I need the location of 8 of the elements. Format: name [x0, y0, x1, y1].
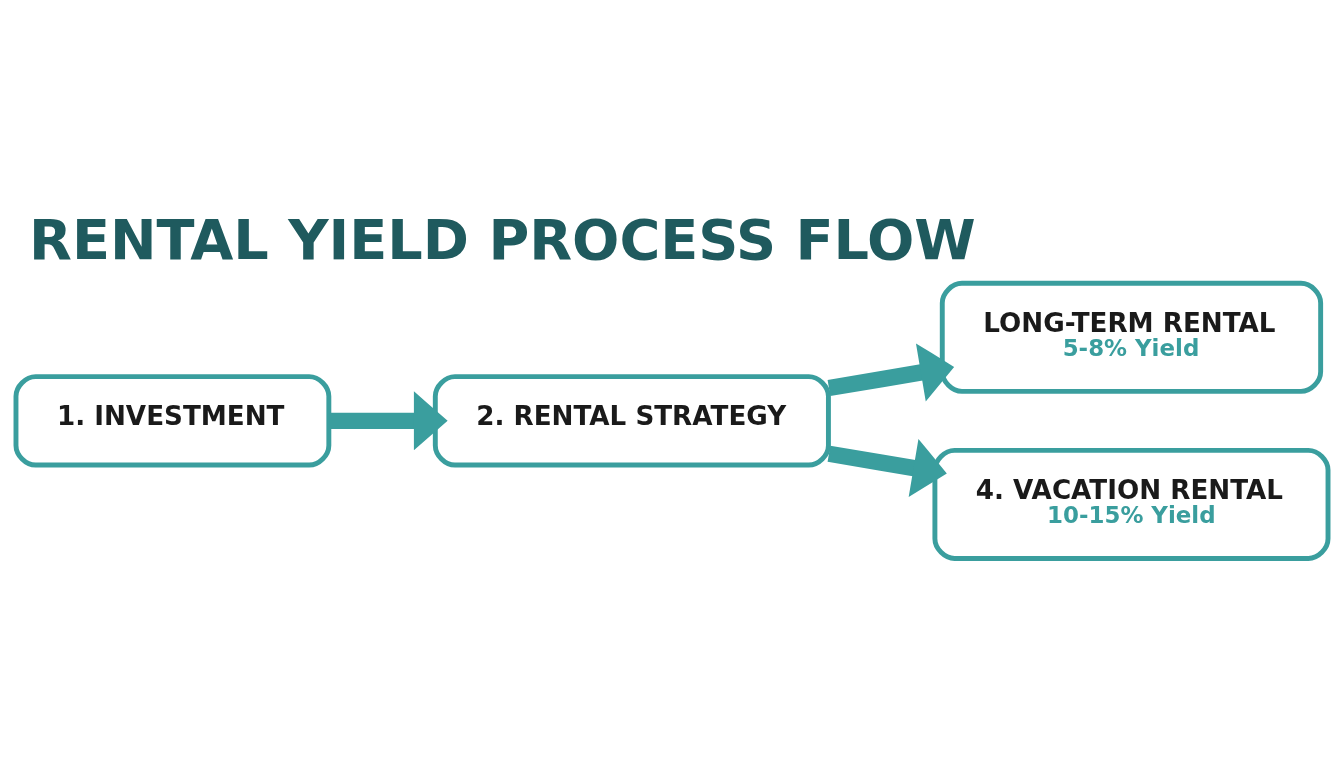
node-box: 2. RENTAL STRATEGY	[432, 374, 831, 468]
node-box: 4. VACATION RENTAL 10-15% Yield	[932, 447, 1331, 561]
arrow	[827, 343, 955, 402]
node-box: LONG-TERM RENTAL 5-8% Yield	[939, 280, 1324, 394]
arrow	[827, 438, 947, 498]
diagram-title: RENTAL YIELD PROCESS FLOW	[29, 207, 976, 273]
node-box: 1. INVESTMENT	[13, 374, 332, 468]
arrow	[329, 391, 448, 451]
